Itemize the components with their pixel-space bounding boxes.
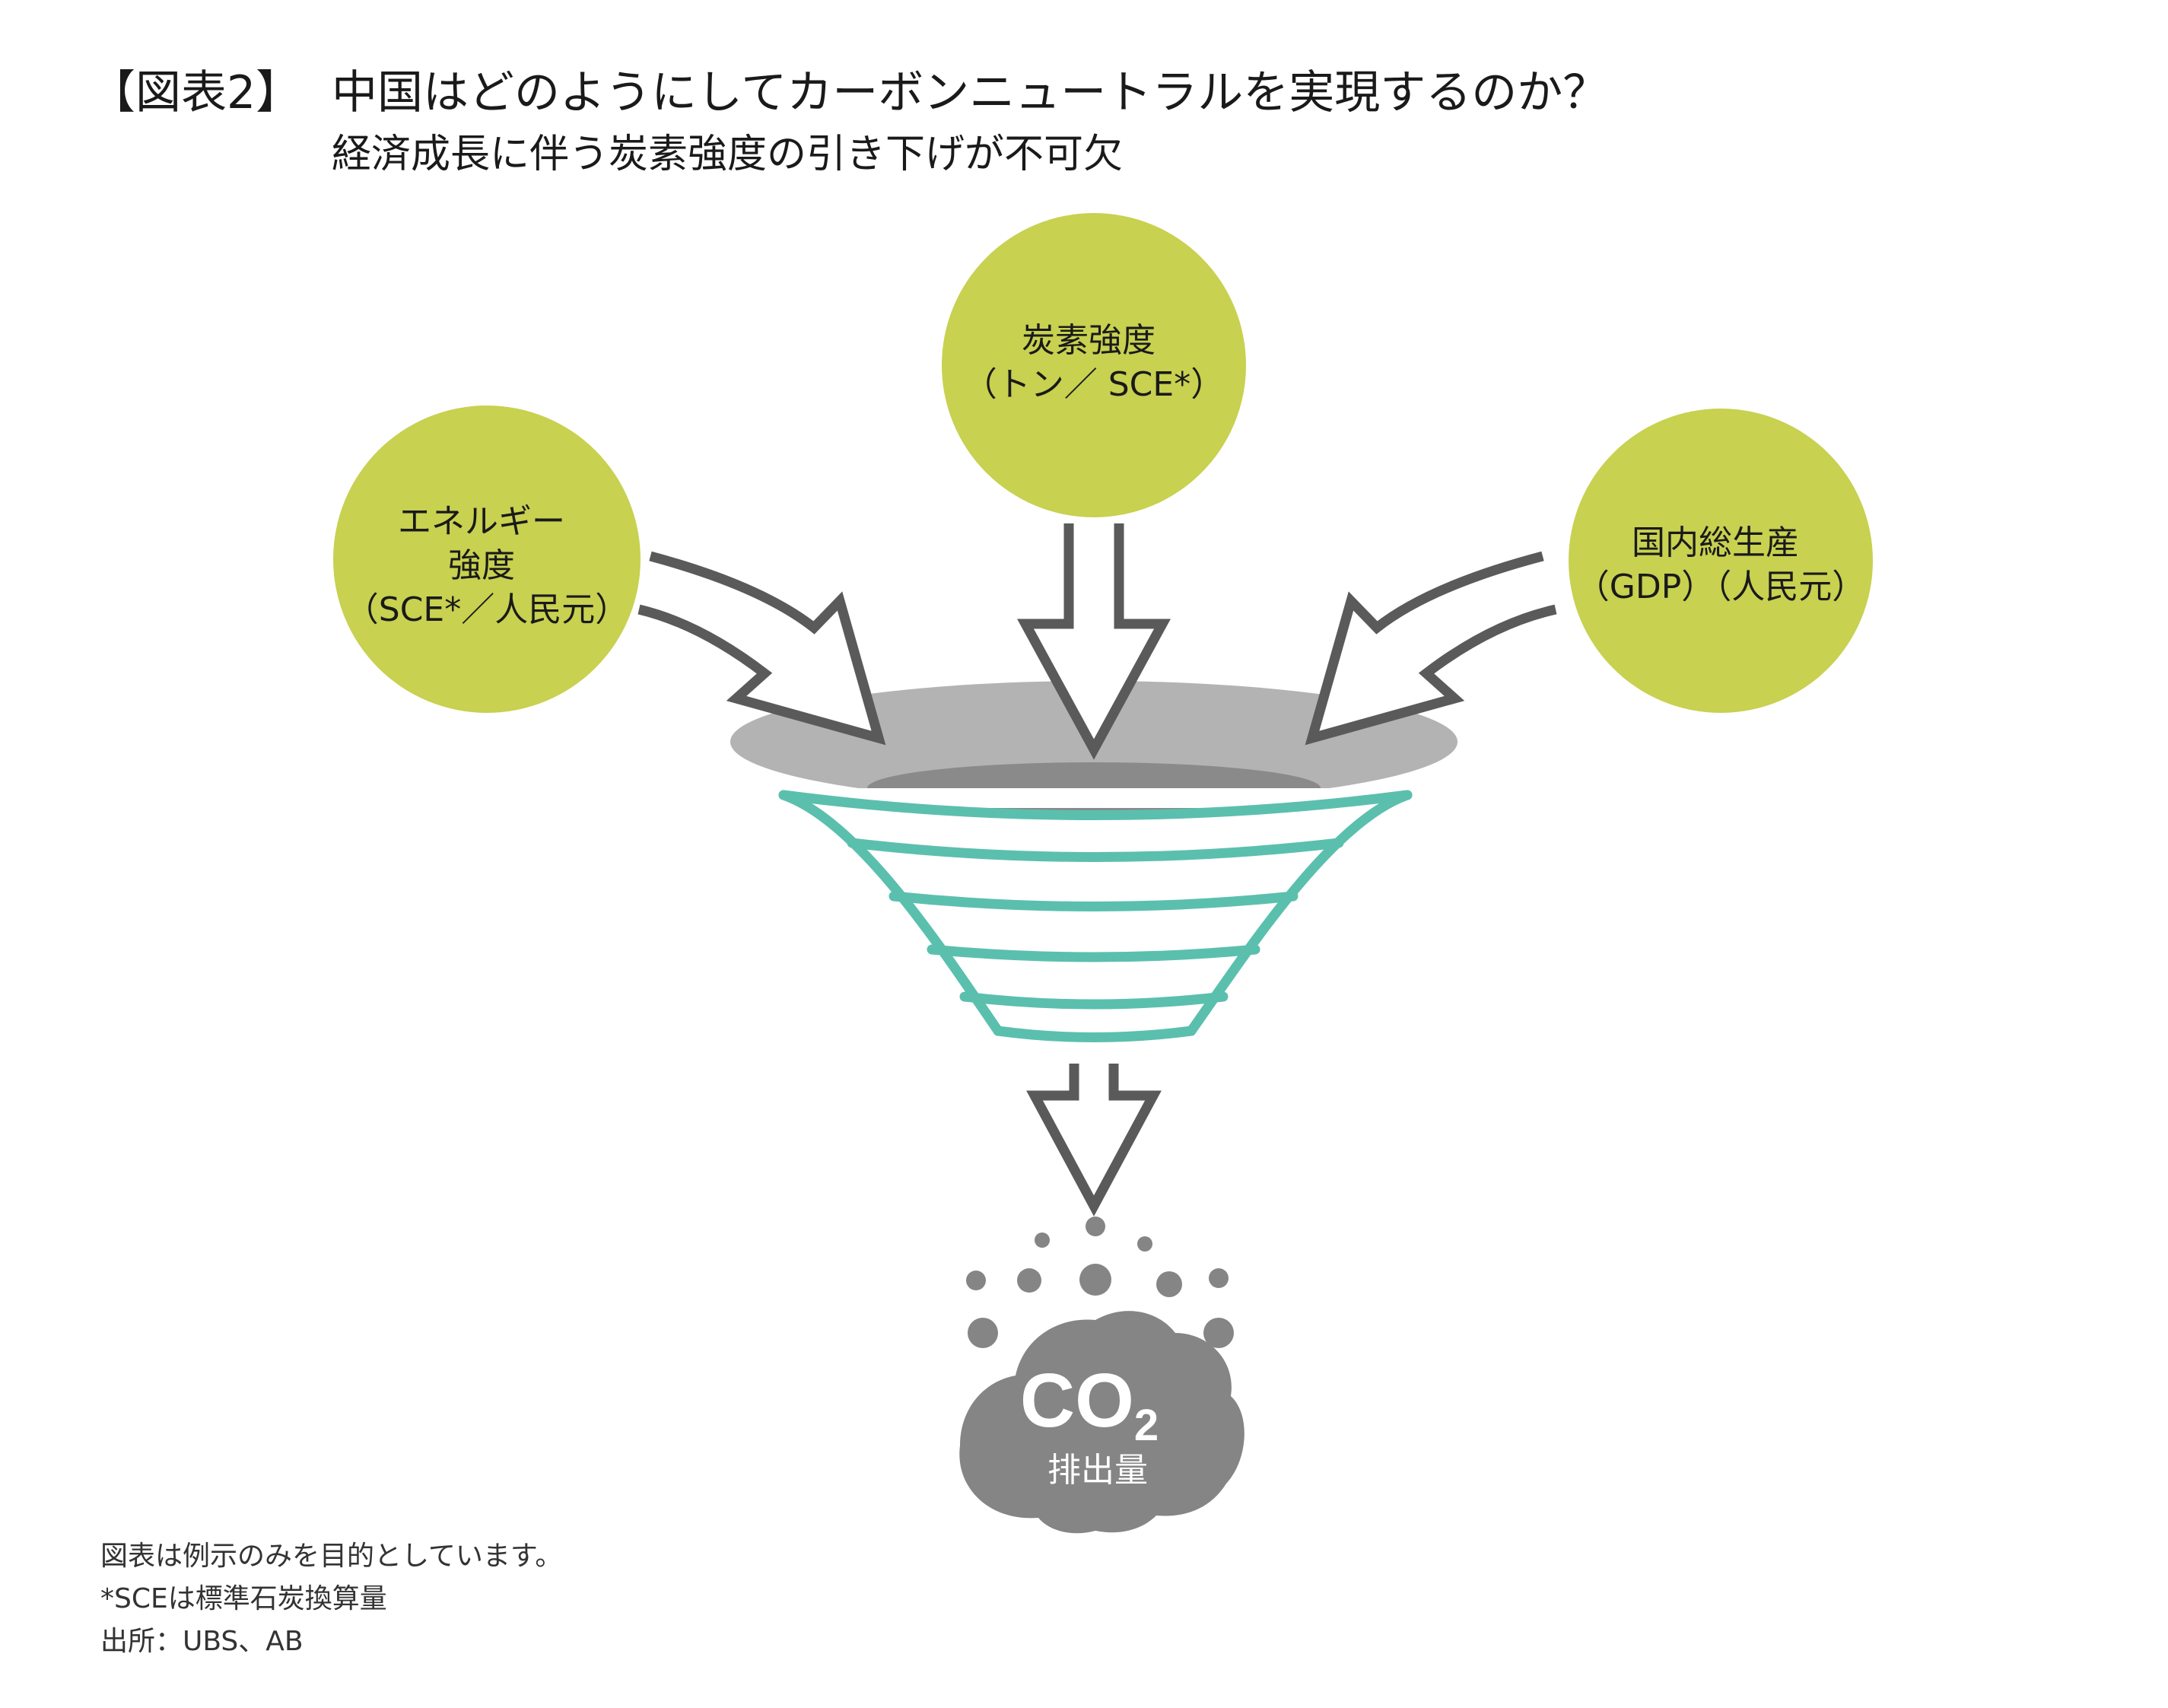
input-label-line: 炭素強度 bbox=[1022, 321, 1156, 360]
arrow-output-icon bbox=[1026, 1064, 1162, 1217]
footnote: *SCEは標準石炭換算量 bbox=[100, 1583, 387, 1614]
footnotes: 図表は例示のみを目的としています。 *SCEは標準石炭換算量 出所：UBS、AB bbox=[100, 1535, 562, 1663]
arrow-center-icon bbox=[1017, 523, 1171, 760]
co2-symbol: CO bbox=[1020, 1358, 1134, 1443]
co2-label: 排出量 bbox=[1047, 1451, 1148, 1490]
svg-text:CO2: CO2 bbox=[1020, 1358, 1159, 1450]
figure-title: 【図表2】中国はどのようにしてカーボンニュートラルを実現するのか？ bbox=[90, 62, 1608, 123]
svg-text:エネルギー 強度 （SCE*／人民元: エネルギー 強度 （SCE*／人民元） bbox=[345, 502, 628, 629]
co2-emissions-cloud: CO2 排出量 bbox=[959, 1311, 1245, 1534]
input-circle bbox=[942, 213, 1246, 517]
arrow-left-icon bbox=[637, 551, 886, 746]
input-circle bbox=[333, 406, 641, 713]
emission-particles bbox=[966, 1217, 1234, 1348]
input-label-line: （トン／ SCE*） bbox=[964, 365, 1224, 404]
input-label-line: （GDP）（人民元） bbox=[1576, 568, 1866, 606]
svg-text:炭素強度 （トン／ SCE*）: 炭素強度 （トン／ SCE*） bbox=[964, 321, 1224, 404]
input-circle bbox=[1569, 409, 1873, 713]
cloud-icon bbox=[959, 1311, 1245, 1534]
input-label-line: 強度 bbox=[448, 546, 515, 585]
input-label-line: 国内総生産 bbox=[1632, 523, 1799, 562]
figure-number: 【図表2】 bbox=[90, 66, 302, 119]
co2-subscript: 2 bbox=[1134, 1401, 1159, 1450]
input-label-line: エネルギー bbox=[398, 502, 565, 541]
footnote: 出所：UBS、AB bbox=[100, 1626, 304, 1657]
footnote: 図表は例示のみを目的としています。 bbox=[100, 1541, 563, 1572]
funnel-body bbox=[778, 790, 1413, 1042]
input-carbon-intensity: 炭素強度 （トン／ SCE*） bbox=[942, 213, 1246, 517]
arrow-right-icon bbox=[1305, 551, 1557, 746]
input-label-line: （SCE*／人民元） bbox=[345, 590, 628, 629]
input-energy-intensity: エネルギー 強度 （SCE*／人民元） bbox=[333, 406, 641, 713]
figure-title-text: 中国はどのようにしてカーボンニュートラルを実現するのか？ bbox=[332, 66, 1609, 119]
figure-subtitle: 経済成長に伴う炭素強度の引き下げが不可欠 bbox=[332, 132, 1124, 177]
input-gdp: 国内総生産 （GDP）（人民元） bbox=[1569, 409, 1873, 713]
svg-text:国内総生産 （GDP）（人民元）: 国内総生産 （GDP）（人民元） bbox=[1576, 523, 1866, 606]
